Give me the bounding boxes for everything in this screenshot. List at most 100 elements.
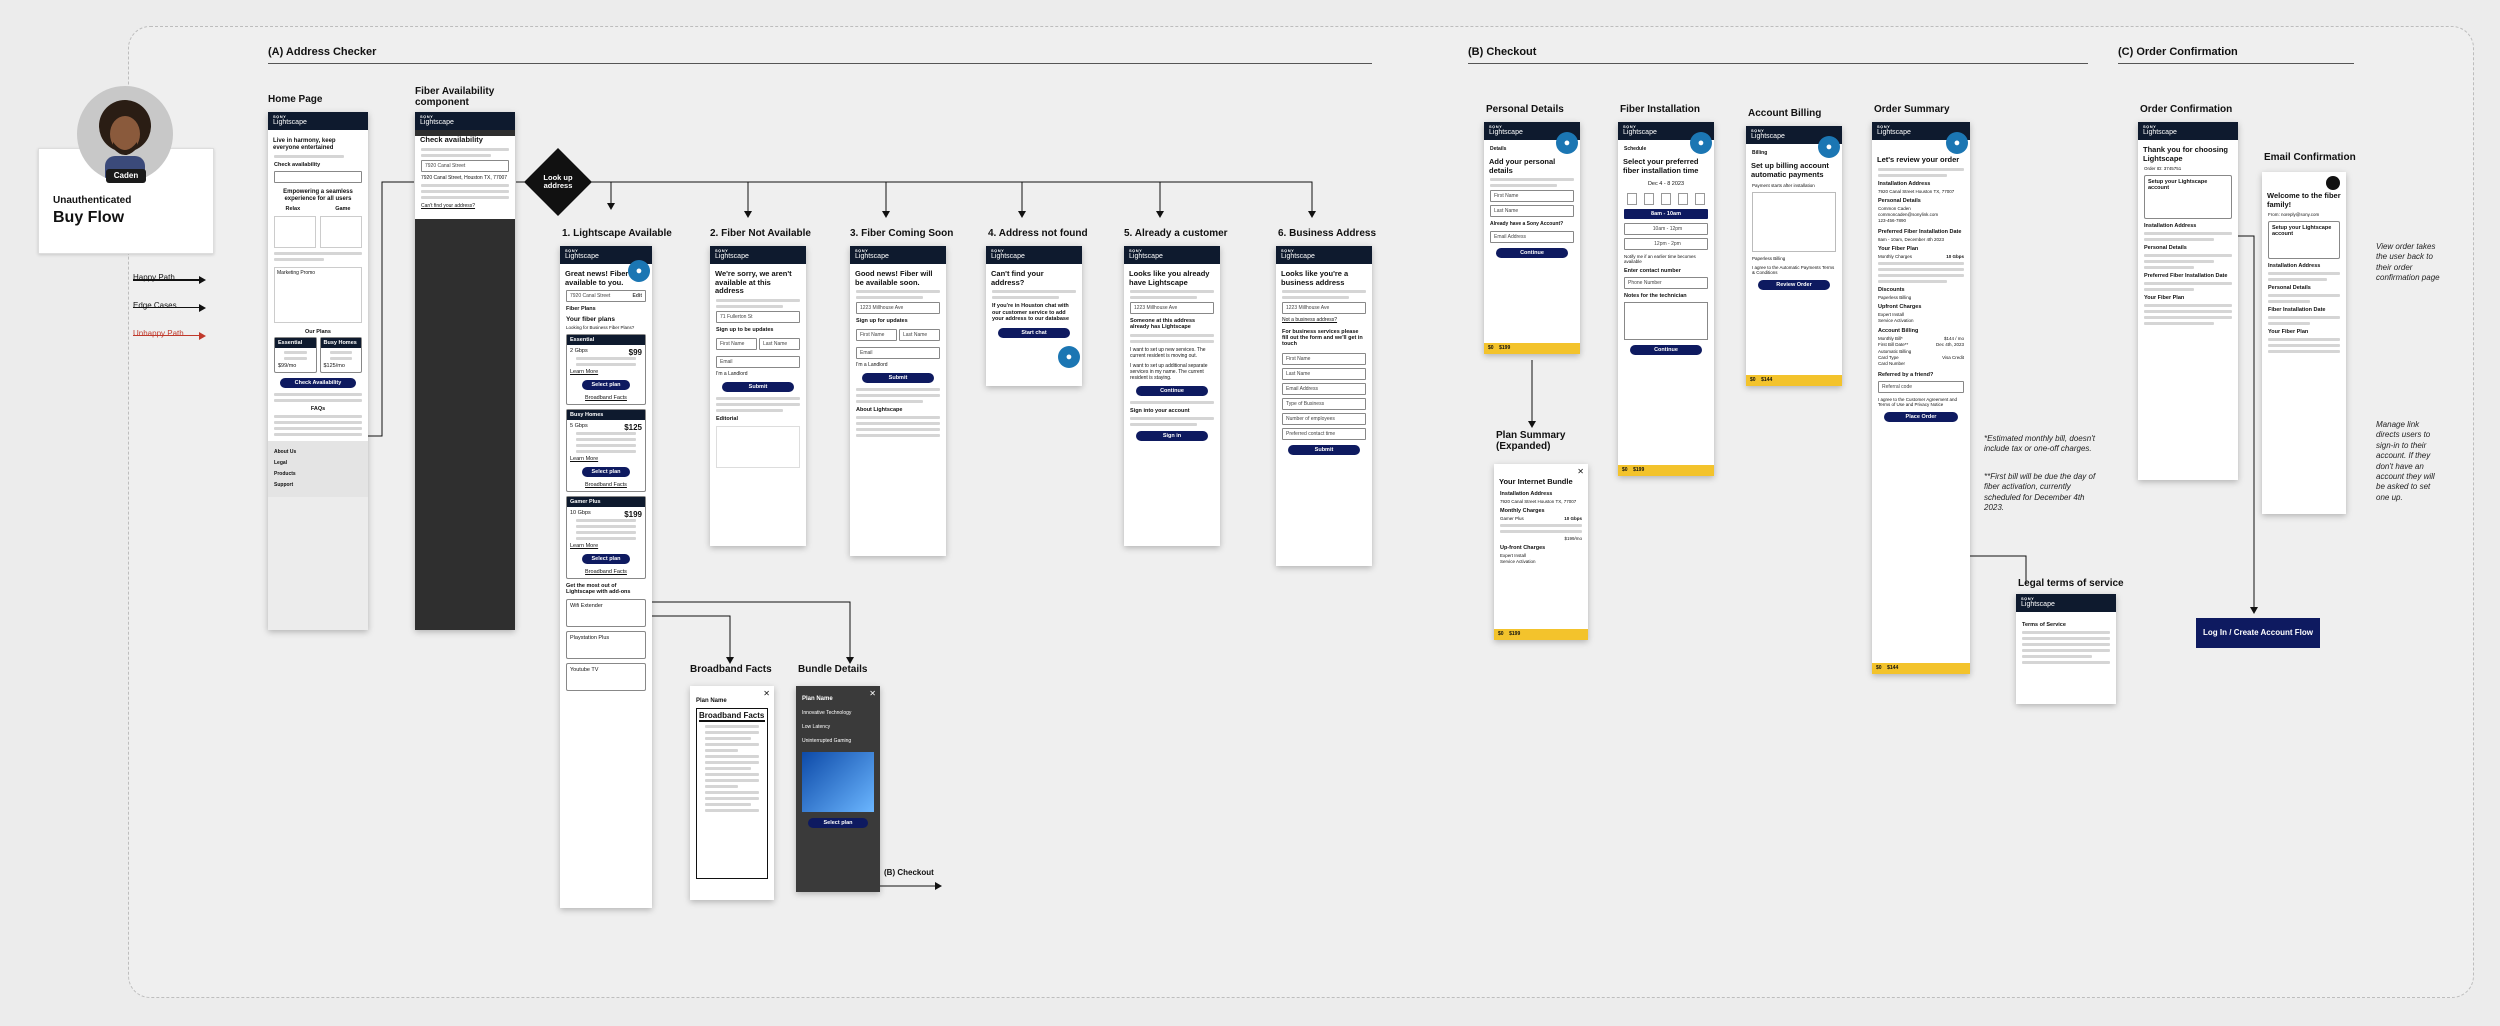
s2-first[interactable]: First Name (716, 337, 757, 350)
s3-last[interactable]: Last Name (899, 329, 940, 342)
s3-landlord[interactable]: I'm a Landlord (856, 362, 888, 369)
s1-plan2-learn[interactable]: Learn More (570, 456, 599, 463)
install-price-bar: $0 $199 (1618, 465, 1714, 476)
chat-icon[interactable]: ● (1946, 132, 1968, 154)
s1-plan3-select[interactable]: Select plan (582, 554, 630, 565)
close-icon[interactable]: ✕ (1577, 467, 1584, 476)
s6-field-3[interactable]: Email Address (1282, 383, 1366, 396)
plan-summary-screen: ✕ Your Internet Bundle Installation Addr… (1494, 464, 1588, 640)
install-date[interactable]: Dec 4 - 8 2023 (1647, 181, 1685, 188)
install-slot-3[interactable]: 12pm - 2pm (1624, 238, 1708, 251)
s3-submit[interactable]: Submit (862, 373, 934, 384)
personal-first[interactable]: First Name (1490, 190, 1574, 203)
s2-landlord[interactable]: I'm a Landlord (716, 370, 748, 377)
billing-agree[interactable]: I agree to the Automatic Payments Terms … (1752, 265, 1835, 276)
s5-option-1[interactable]: I want to set up new services. The curre… (1130, 347, 1206, 360)
s1-address[interactable]: 7920 Canal Street Edit (566, 290, 646, 303)
billing-review[interactable]: Review Order (1758, 280, 1830, 291)
s5-option-2[interactable]: I want to set up additional separate ser… (1130, 363, 1208, 382)
order-conf-setup[interactable]: Setup your Lightscape account (2144, 175, 2232, 220)
s4-start-chat[interactable]: Start chat (998, 328, 1070, 339)
s6-submit[interactable]: Submit (1288, 445, 1360, 456)
fiber-comp-result[interactable]: 7920 Canal Street, Houston TX, 77007 (421, 174, 508, 181)
s2-address[interactable]: 71 Fullerton St (716, 310, 800, 323)
broadband-screen: Plan Name ✕ Broadband Facts (690, 686, 774, 900)
s6-link[interactable]: Not a business address? (1282, 317, 1338, 324)
home-plan2[interactable]: Busy Homes$125/mo (319, 336, 362, 373)
s1-plan2-facts[interactable]: Broadband Facts (585, 482, 627, 489)
s1-addon3-label: Youtube TV (570, 667, 599, 674)
install-price2: $199 (1633, 467, 1645, 473)
summary-date: 8am - 10am, December 4th 2023 (1878, 236, 1945, 242)
s5-signin-title: Sign into your account (1130, 408, 1190, 415)
chat-icon[interactable]: ● (628, 260, 650, 282)
login-button[interactable]: Log In / Create Account Flow (2196, 618, 2320, 648)
install-notify[interactable]: Notify me if an earlier time becomes ava… (1624, 254, 1696, 265)
footer-products[interactable]: Products (274, 470, 296, 477)
footer-about[interactable]: About Us (274, 448, 297, 455)
s1-plan3-learn[interactable]: Learn More (570, 543, 599, 550)
chat-icon[interactable]: ● (1818, 136, 1840, 158)
s3-email[interactable]: Email (856, 347, 940, 360)
personal-continue[interactable]: Continue (1496, 248, 1568, 259)
home-plan1[interactable]: Essential$99/mo (274, 336, 317, 373)
s5-address[interactable]: 1223 Millhouse Ave (1130, 302, 1214, 315)
chat-icon[interactable]: ● (1556, 132, 1578, 154)
s1-edit-link[interactable]: Edit (632, 293, 642, 300)
summary-referral[interactable]: Referral code (1878, 380, 1964, 393)
s1-addon-2[interactable]: Playstation Plus (566, 631, 646, 660)
chat-icon[interactable]: ● (1690, 132, 1712, 154)
install-continue[interactable]: Continue (1630, 345, 1702, 356)
s1-plan1-facts[interactable]: Broadband Facts (585, 395, 627, 402)
s1-addon-1[interactable]: Wifi Extender (566, 599, 646, 628)
s6-address[interactable]: 1223 Millhouse Ave (1282, 302, 1366, 315)
bundle-plan: Plan Name (802, 696, 833, 702)
s5-continue[interactable]: Continue (1136, 386, 1208, 397)
home-check-availability-button[interactable]: Check Availability (280, 377, 356, 388)
email-conf-setup[interactable]: Setup your Lightscape account (2268, 221, 2340, 260)
app-logo: Lightscape (2143, 129, 2177, 136)
s6-field-2[interactable]: Last Name (1282, 368, 1366, 381)
order-conf-plan: Your Fiber Plan (2144, 295, 2185, 302)
billing-paperless[interactable]: Paperless Billing (1752, 256, 1786, 262)
footer-support[interactable]: Support (274, 481, 294, 488)
s1-addon-3[interactable]: Youtube TV (566, 663, 646, 692)
s6-field-6[interactable]: Preferred contact time (1282, 428, 1366, 441)
billing-card-form[interactable] (1752, 192, 1836, 253)
s6-field-1[interactable]: First Name (1282, 353, 1366, 366)
order-conf-order: Order ID: 3745751 (2144, 166, 2182, 172)
close-icon[interactable]: ✕ (869, 689, 876, 698)
personal-last[interactable]: Last Name (1490, 205, 1574, 218)
home-address-input[interactable] (274, 170, 362, 183)
s2-submit[interactable]: Submit (722, 381, 794, 392)
personal-email[interactable]: Email Address (1490, 231, 1574, 244)
fiber-comp-link[interactable]: Can't find your address? (421, 202, 476, 209)
summary-place-order[interactable]: Place Order (1884, 411, 1958, 422)
bundle-image (802, 752, 874, 812)
fiber-comp-input[interactable]: 7920 Canal Street (421, 159, 509, 172)
s1-plan1-learn[interactable]: Learn More (570, 369, 599, 376)
broadband-plan: Plan Name (696, 698, 727, 704)
install-slot-1[interactable]: 8am - 10am (1624, 209, 1708, 220)
bundle-select[interactable]: Select plan (808, 818, 868, 828)
close-icon[interactable]: ✕ (763, 689, 770, 698)
chat-icon[interactable]: ● (1058, 346, 1080, 368)
s6-field-4[interactable]: Type of Business (1282, 398, 1366, 411)
s1-plan3-facts[interactable]: Broadband Facts (585, 569, 627, 576)
footer-legal[interactable]: Legal (274, 459, 288, 466)
s1-plan1-select[interactable]: Select plan (582, 380, 630, 391)
s2-last[interactable]: Last Name (759, 337, 800, 350)
s6-field-5[interactable]: Number of employees (1282, 413, 1366, 426)
legend-edge-label: Edge Cases (133, 301, 177, 310)
s2-email[interactable]: Email (716, 355, 800, 368)
s1-plan2-select[interactable]: Select plan (582, 467, 630, 478)
install-slot-2[interactable]: 10am - 12pm (1624, 223, 1708, 236)
s5-signin[interactable]: Sign in (1136, 431, 1208, 442)
s3-first[interactable]: First Name (856, 329, 897, 342)
s3-address[interactable]: 1223 Millhouse Ave (856, 302, 940, 315)
s1-looking[interactable]: Looking for Business Fiber Plans? (566, 325, 635, 331)
install-notes-field[interactable] (1624, 302, 1708, 341)
install-phone[interactable]: Phone Number (1624, 277, 1708, 290)
summary-agree[interactable]: I agree to the Customer Agreement and Te… (1878, 396, 1958, 407)
